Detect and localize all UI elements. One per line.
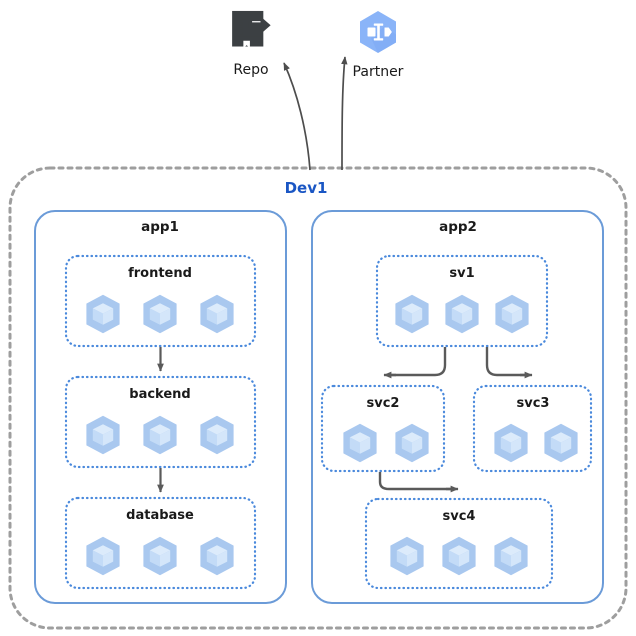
connector-sv1-to-svc3 xyxy=(485,347,526,377)
service-group-label-database: database xyxy=(126,508,194,523)
service-group-label-svc4: svc4 xyxy=(442,509,476,524)
pod-group-frontend xyxy=(86,294,234,334)
partner-interconnect-icon[interactable] xyxy=(360,11,396,53)
service-group-label-frontend: frontend xyxy=(128,266,192,281)
connector-dev1-to-repo xyxy=(283,62,311,171)
pod-group-sv1 xyxy=(395,294,529,334)
environment-boundary-dev1[interactable] xyxy=(8,166,628,630)
pod-group-svc4 xyxy=(390,536,528,576)
repo-export-icon[interactable] xyxy=(232,10,273,50)
connector-sv1-to-svc2 xyxy=(390,347,447,377)
pod-group-backend xyxy=(86,415,234,455)
service-group-label-svc3: svc3 xyxy=(516,396,550,411)
connector-svc2-to-svc4 xyxy=(378,472,452,491)
environment-label-dev1: Dev1 xyxy=(284,179,328,197)
pod-group-database xyxy=(86,536,234,576)
connector-dev1-to-partner xyxy=(341,56,348,171)
service-group-label-sv1: sv1 xyxy=(449,266,475,281)
service-group-label-svc2: svc2 xyxy=(366,396,400,411)
application-label-app1: app1 xyxy=(141,219,179,235)
application-label-app2: app2 xyxy=(439,219,477,235)
service-group-label-backend: backend xyxy=(129,387,191,402)
external-node-label-repo: Repo xyxy=(233,62,269,78)
external-node-label-partner: Partner xyxy=(352,64,404,80)
